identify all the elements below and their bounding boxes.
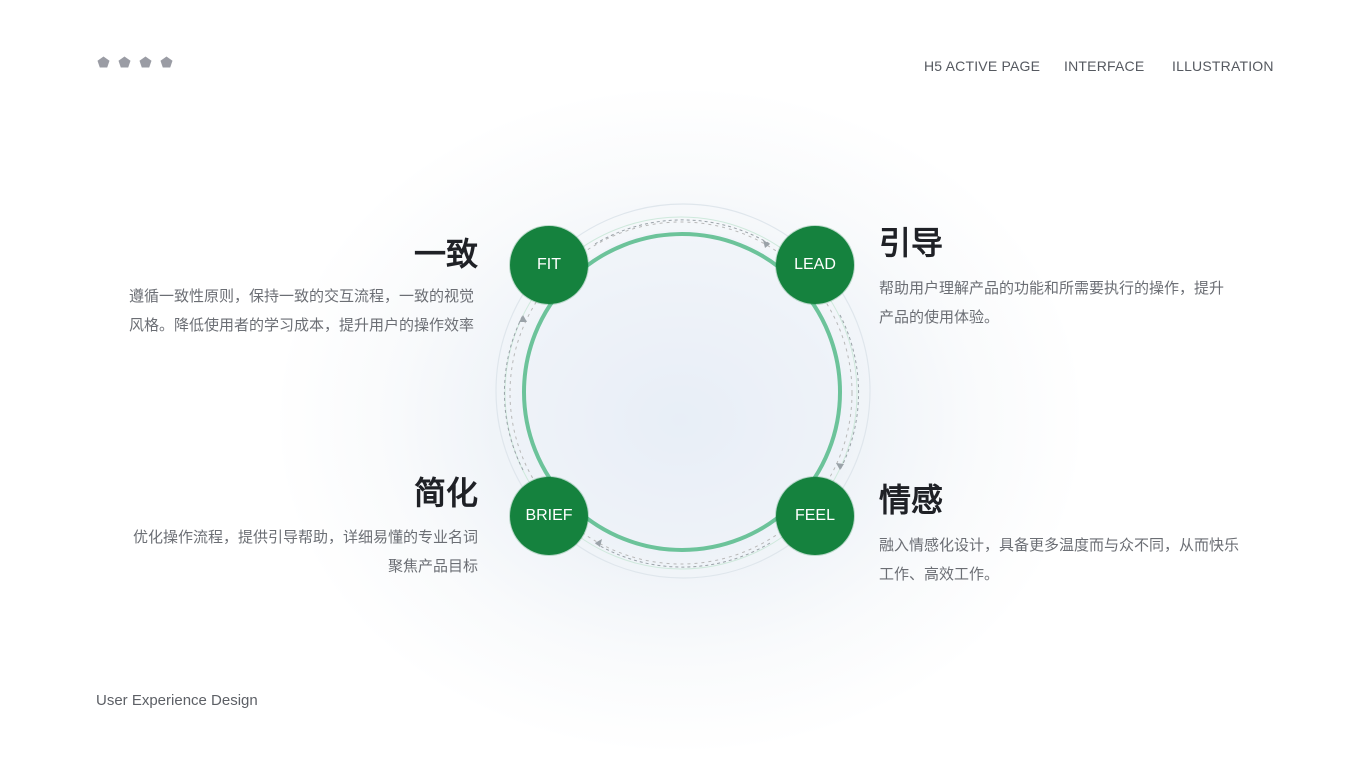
desc-line: 帮助用户理解产品的功能和所需要执行的操作，提升: [879, 279, 1225, 297]
main-ring: [522, 232, 842, 552]
pentagon-dot-icon: [139, 56, 152, 68]
top-nav: H5 ACTIVE PAGE INTERFACE ILLUSTRATION: [0, 58, 1366, 78]
desc-line: 融入情感化设计，具备更多温度而与众不同，从而快乐: [879, 536, 1240, 554]
pentagon-dot-icon: [160, 56, 173, 68]
section-title-brief: 简化: [413, 474, 478, 512]
section-desc-fit: 遵循一致性原则，保持一致的交互流程，一致的视觉 风格。降低使用者的学习成本，提升…: [74, 282, 474, 340]
arrow-arc-left: [504, 314, 524, 471]
node-feel[interactable]: FEEL: [776, 477, 854, 555]
arrow-head-icon: [836, 463, 844, 470]
desc-line: 遵循一致性原则，保持一致的交互流程，一致的视觉: [128, 287, 474, 305]
arrow-head-icon: [595, 539, 602, 547]
section-desc-feel: 融入情感化设计，具备更多温度而与众不同，从而快乐 工作、高效工作。: [879, 531, 1309, 589]
section-title-feel: 情感: [879, 481, 944, 519]
footer-caption: User Experience Design: [96, 692, 258, 709]
dashed-ring: [509, 221, 853, 565]
outer-thin-ring: [495, 203, 871, 579]
node-brief[interactable]: BRIEF: [510, 477, 588, 555]
nav-item-h5-active-page[interactable]: H5 ACTIVE PAGE: [924, 58, 1041, 74]
section-title-lead: 引导: [879, 224, 944, 262]
node-fit[interactable]: FIT: [510, 226, 588, 304]
section-title-fit: 一致: [413, 235, 478, 273]
arrow-arc-bottom: [594, 542, 771, 568]
node-lead[interactable]: LEAD: [776, 226, 854, 304]
pentagon-dot-icon: [118, 56, 131, 68]
ring-inner-fill: [520, 230, 844, 554]
nav-item-illustration[interactable]: ILLUSTRATION: [1172, 58, 1274, 74]
desc-line: 聚焦产品目标: [387, 557, 478, 575]
middle-thin-ring: [504, 216, 858, 570]
section-desc-lead: 帮助用户理解产品的功能和所需要执行的操作，提升 产品的使用体验。: [879, 274, 1299, 332]
arrow-arc-top: [594, 219, 771, 245]
arrow-head-icon: [519, 315, 527, 322]
desc-line: 产品的使用体验。: [879, 308, 1000, 326]
section-desc-brief: 优化操作流程，提供引导帮助，详细易懂的专业名词 聚焦产品目标: [78, 523, 478, 581]
decorative-dots: [97, 56, 173, 68]
pentagon-dot-icon: [97, 56, 110, 68]
desc-line: 风格。降低使用者的学习成本，提升用户的操作效率: [128, 316, 474, 334]
desc-line: 优化操作流程，提供引导帮助，详细易懂的专业名词: [132, 528, 478, 546]
arrow-head-icon: [763, 240, 770, 248]
nav-item-interface[interactable]: INTERFACE: [1064, 58, 1145, 74]
arrow-arc-right: [839, 314, 859, 471]
desc-line: 工作、高效工作。: [879, 565, 1000, 583]
